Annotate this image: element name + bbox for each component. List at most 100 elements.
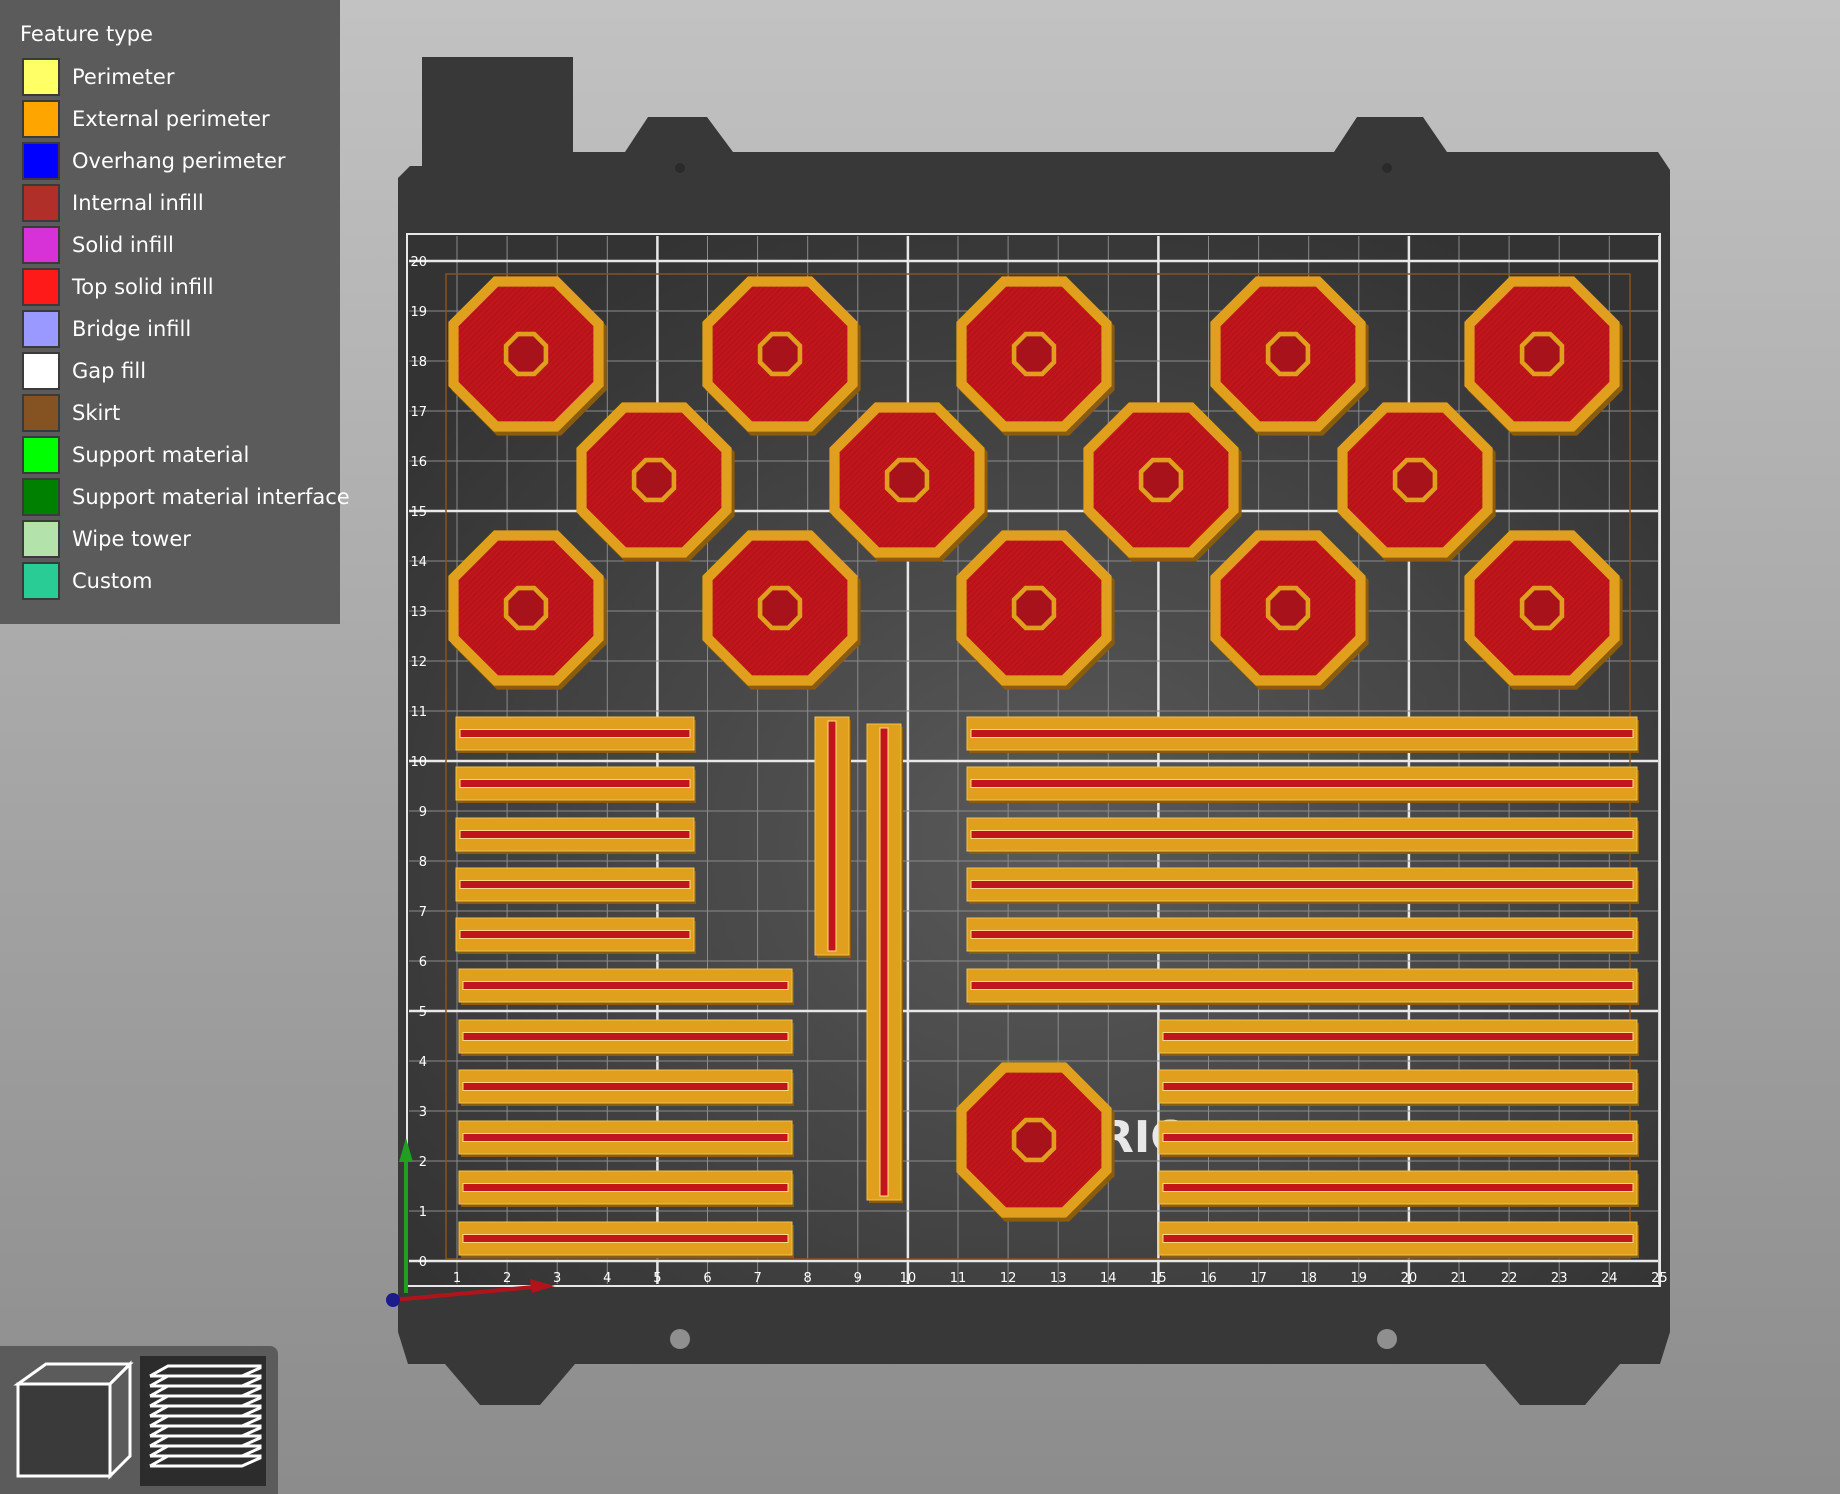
y-tick-label: 1 (419, 1205, 427, 1220)
x-axis-line (392, 1284, 546, 1302)
x-tick-label: 10 (900, 1271, 917, 1286)
legend-label: Wipe tower (72, 527, 191, 551)
layers-icon (149, 1364, 262, 1468)
bed-screw (1377, 1329, 1397, 1349)
bed-screw (675, 163, 685, 173)
octagon-washer-part (702, 276, 861, 436)
x-tick-label: 17 (1250, 1271, 1267, 1286)
octagon-washer-part (1337, 402, 1496, 562)
legend-swatch (22, 310, 60, 348)
x-axis-arrow (530, 1279, 555, 1293)
y-tick-label: 0 (419, 1255, 427, 1270)
legend-swatch (22, 394, 60, 432)
legend-swatch (22, 58, 60, 96)
legend-swatch (22, 520, 60, 558)
bar-part (458, 1170, 794, 1207)
view-toolbar (0, 1346, 278, 1494)
bar-part (966, 817, 1639, 854)
x-tick-label: 7 (753, 1271, 761, 1286)
y-tick-label: 14 (410, 555, 427, 570)
bar-part (1158, 1170, 1639, 1207)
y-tick-label: 16 (410, 455, 427, 470)
y-tick-label: 8 (419, 855, 427, 870)
octagon-washer-part (702, 530, 861, 690)
y-tick-label: 3 (419, 1105, 427, 1120)
preview-button[interactable] (140, 1356, 266, 1486)
y-tick-label: 10 (410, 755, 427, 770)
bar-part (1158, 1019, 1639, 1056)
bar-part (814, 716, 851, 958)
octagon-washer-part (576, 402, 735, 562)
legend-swatch (22, 478, 60, 516)
x-tick-label: 6 (703, 1271, 711, 1286)
x-tick-label: 3 (553, 1271, 561, 1286)
legend-swatch (22, 226, 60, 264)
legend-label: Custom (72, 569, 153, 593)
bar-part (966, 867, 1639, 904)
x-tick-label: 11 (950, 1271, 967, 1286)
y-tick-label: 11 (410, 705, 427, 720)
legend-label: Bridge infill (72, 317, 192, 341)
cube-icon (13, 1360, 134, 1480)
y-tick-label: 9 (419, 805, 427, 820)
y-axis-arrow (399, 1138, 413, 1162)
legend-item: Bridge infill (20, 310, 330, 352)
3d-view-button[interactable] (10, 1356, 136, 1486)
legend-item: Custom (20, 562, 330, 604)
bed-screw (670, 1329, 690, 1349)
y-tick-label: 4 (419, 1055, 427, 1070)
legend-label: Overhang perimeter (72, 149, 286, 173)
bar-part (458, 1019, 794, 1056)
octagon-washer-part (1210, 276, 1369, 436)
legend-item: Perimeter (20, 58, 330, 100)
x-tick-label: 13 (1050, 1271, 1067, 1286)
legend-item: Overhang perimeter (20, 142, 330, 184)
x-tick-label: 5 (653, 1271, 661, 1286)
bar-part (458, 1069, 794, 1106)
x-tick-label: 22 (1501, 1271, 1518, 1286)
axes-gizmo (386, 1138, 555, 1307)
printed-parts (448, 276, 1639, 1258)
y-tick-label: 2 (419, 1155, 427, 1170)
x-tick-label: 19 (1351, 1271, 1368, 1286)
y-tick-label: 5 (419, 1005, 427, 1020)
x-tick-label: 24 (1601, 1271, 1618, 1286)
octagon-washer-part (1210, 530, 1369, 690)
y-tick-label: 15 (410, 505, 427, 520)
octagon-washer-part (1464, 276, 1623, 436)
legend-item: Support material (20, 436, 330, 478)
bed-screw (1382, 163, 1392, 173)
legend-item: Skirt (20, 394, 330, 436)
legend-item: Internal infill (20, 184, 330, 226)
bar-part (455, 766, 696, 803)
legend-label: Gap fill (72, 359, 147, 383)
legend-label: Skirt (72, 401, 121, 425)
x-tick-label: 12 (1000, 1271, 1017, 1286)
z-axis-dot (386, 1293, 400, 1307)
y-tick-label: 7 (419, 905, 427, 920)
y-tick-label: 6 (419, 955, 427, 970)
legend-label: Solid infill (72, 233, 174, 257)
octagon-washer-part (448, 530, 607, 690)
legend-label: Internal infill (72, 191, 204, 215)
x-tick-label: 20 (1401, 1271, 1418, 1286)
y-tick-label: 13 (410, 605, 427, 620)
bar-part (455, 917, 696, 954)
x-tick-label: 18 (1300, 1271, 1317, 1286)
legend-label: Top solid infill (72, 275, 214, 299)
x-tick-label: 4 (603, 1271, 611, 1286)
legend-item: Support material interface (20, 478, 350, 520)
legend-label: Support material (72, 443, 250, 467)
legend-title: Feature type (20, 22, 153, 46)
bar-part (966, 716, 1639, 753)
bar-part (458, 1120, 794, 1157)
bar-part (455, 817, 696, 854)
octagon-washer-part (956, 276, 1115, 436)
x-tick-label: 16 (1200, 1271, 1217, 1286)
legend-label: External perimeter (72, 107, 270, 131)
legend-swatch (22, 436, 60, 474)
legend-swatch (22, 268, 60, 306)
